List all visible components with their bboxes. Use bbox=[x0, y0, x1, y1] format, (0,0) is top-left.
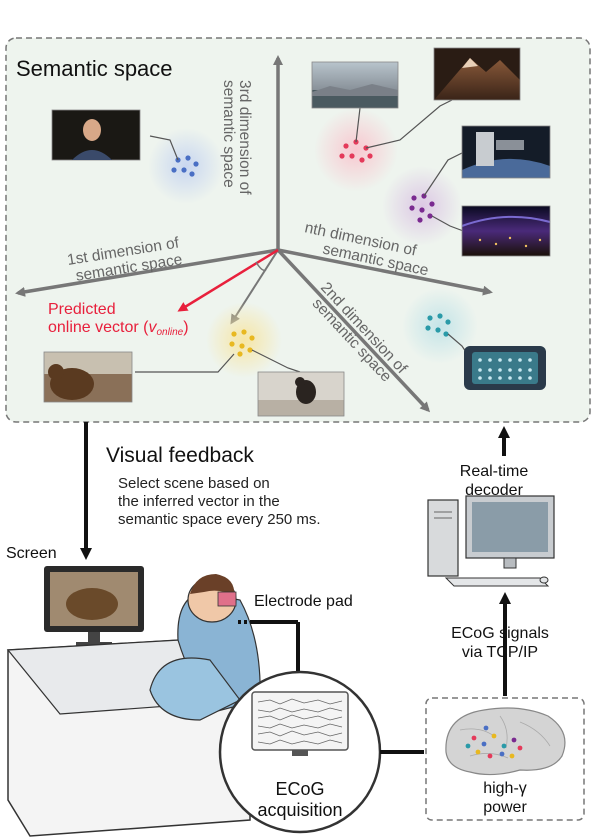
feedback-line3: semantic space every 250 ms. bbox=[118, 511, 321, 528]
scene-image-bear bbox=[43, 351, 133, 403]
feedback-title: Visual feedback bbox=[106, 444, 254, 467]
axis-3rd-label-line1: 3rd dimension of bbox=[236, 80, 253, 195]
semantic-space-title: Semantic space bbox=[16, 56, 173, 81]
acquisition-label-line2: acquisition bbox=[257, 800, 342, 820]
ecog-signals-label-line2: via TCP/IP bbox=[462, 644, 538, 661]
axis-3rd-label-line2: semantic space bbox=[220, 80, 237, 188]
cluster-yellow bbox=[206, 302, 282, 378]
axis-1st-dimension bbox=[15, 248, 279, 297]
cluster-teal bbox=[402, 288, 478, 364]
predicted-label-line1: Predicted bbox=[48, 301, 116, 318]
scene-image-space-station bbox=[461, 125, 551, 179]
monitor-screen bbox=[44, 566, 144, 646]
scene-image-city-river bbox=[311, 61, 399, 109]
scene-image-mountain bbox=[433, 47, 521, 101]
decoder-label-line2: decoder bbox=[465, 482, 523, 499]
ecog-signals-label-line1: ECoG signals bbox=[451, 625, 549, 642]
axis-nth-dimension bbox=[277, 248, 493, 296]
scene-image-person bbox=[51, 109, 141, 161]
acquisition-label-line1: ECoG bbox=[275, 779, 324, 799]
high-gamma-label-line2: power bbox=[483, 799, 527, 816]
brain-icon bbox=[445, 707, 566, 776]
cluster-blue bbox=[148, 128, 224, 204]
angle-arc bbox=[255, 261, 267, 272]
ecog-acquisition-node bbox=[218, 670, 382, 834]
scene-image-electrode-device bbox=[464, 346, 546, 390]
high-gamma-label-line1: high-γ bbox=[483, 780, 527, 797]
predicted-label-line2: online vector (vonline) bbox=[48, 319, 189, 338]
decoder-label-line1: Real-time bbox=[460, 463, 529, 480]
cluster-purple bbox=[382, 166, 462, 246]
scene-image-dog bbox=[257, 371, 345, 417]
screen-label: Screen bbox=[6, 545, 57, 562]
decoder-computer bbox=[427, 495, 555, 587]
predicted-vector-arrow bbox=[177, 248, 279, 312]
electrode-arrow bbox=[250, 620, 304, 694]
axis-2nd-dimension bbox=[276, 248, 431, 413]
electrode-pad-label: Electrode pad bbox=[254, 593, 353, 610]
feedback-line1: Select scene based on bbox=[118, 475, 270, 492]
cluster-red bbox=[314, 108, 398, 192]
scene-image-earth-night bbox=[461, 205, 551, 257]
feedback-line2: the inferred vector in the bbox=[118, 493, 280, 510]
